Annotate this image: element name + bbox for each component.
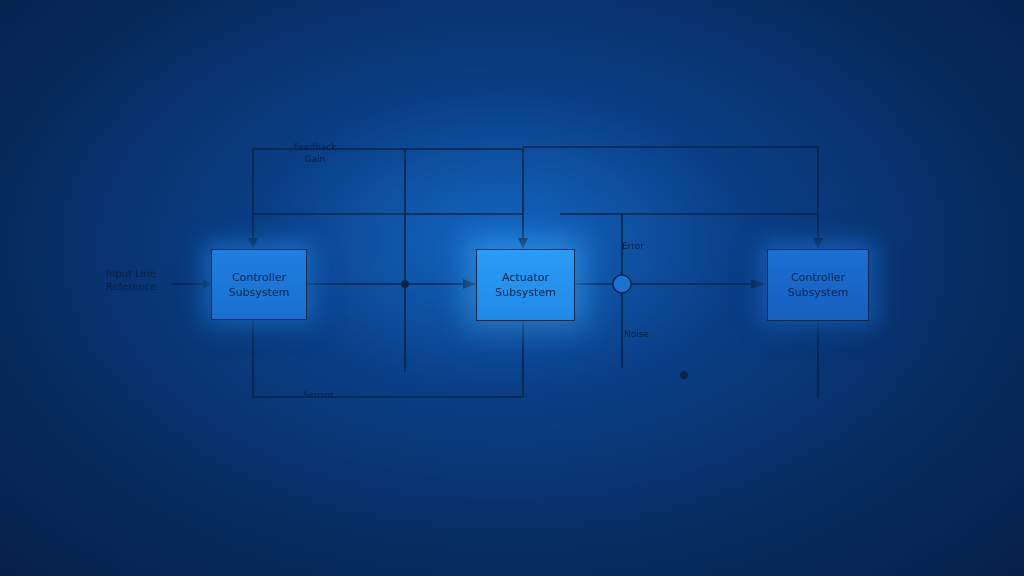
actuator-block[interactable]: Actuator Subsystem bbox=[476, 249, 575, 321]
block-subtitle: Subsystem bbox=[495, 286, 556, 299]
node-dot-icon bbox=[680, 371, 688, 379]
block-title: Controller bbox=[790, 271, 846, 284]
top-loop-right bbox=[523, 146, 819, 239]
feedback-label-line2: Gain bbox=[304, 155, 326, 165]
noise-label: Noise bbox=[624, 330, 649, 340]
feedback-label-line1: Feedback bbox=[293, 143, 337, 153]
node-dot-icon bbox=[401, 280, 409, 288]
top-loop-middle bbox=[405, 148, 524, 214]
arrow-head-icon bbox=[248, 238, 258, 249]
arrow-head-icon bbox=[518, 238, 528, 249]
block-subtitle: Subsystem bbox=[787, 286, 849, 299]
arrow-head-icon bbox=[751, 279, 766, 289]
arrow-head-icon bbox=[463, 279, 476, 289]
block-title: Controller bbox=[231, 270, 287, 284]
arrow-head-icon bbox=[813, 238, 823, 249]
input-label: Input Line Reference bbox=[100, 268, 162, 294]
input-label-line2: Reference bbox=[105, 282, 157, 293]
feedback-label: Feedback Gain bbox=[282, 142, 348, 166]
block-title: Actuator bbox=[502, 271, 549, 284]
mid-loop bbox=[253, 213, 524, 239]
error-label: Error bbox=[622, 242, 644, 252]
bottom-loop bbox=[252, 320, 524, 398]
controller-block[interactable]: Controller Subsystem bbox=[211, 249, 307, 320]
top-loop-left bbox=[252, 148, 406, 372]
sensor-label: Sensor bbox=[303, 391, 334, 401]
block-subtitle: Subsystem bbox=[228, 285, 290, 299]
summing-junction-icon bbox=[612, 274, 632, 294]
arrow-head-icon bbox=[203, 279, 212, 289]
output-controller-block[interactable]: Controller Subsystem bbox=[767, 249, 869, 321]
input-label-line1: Input Line bbox=[106, 269, 156, 280]
